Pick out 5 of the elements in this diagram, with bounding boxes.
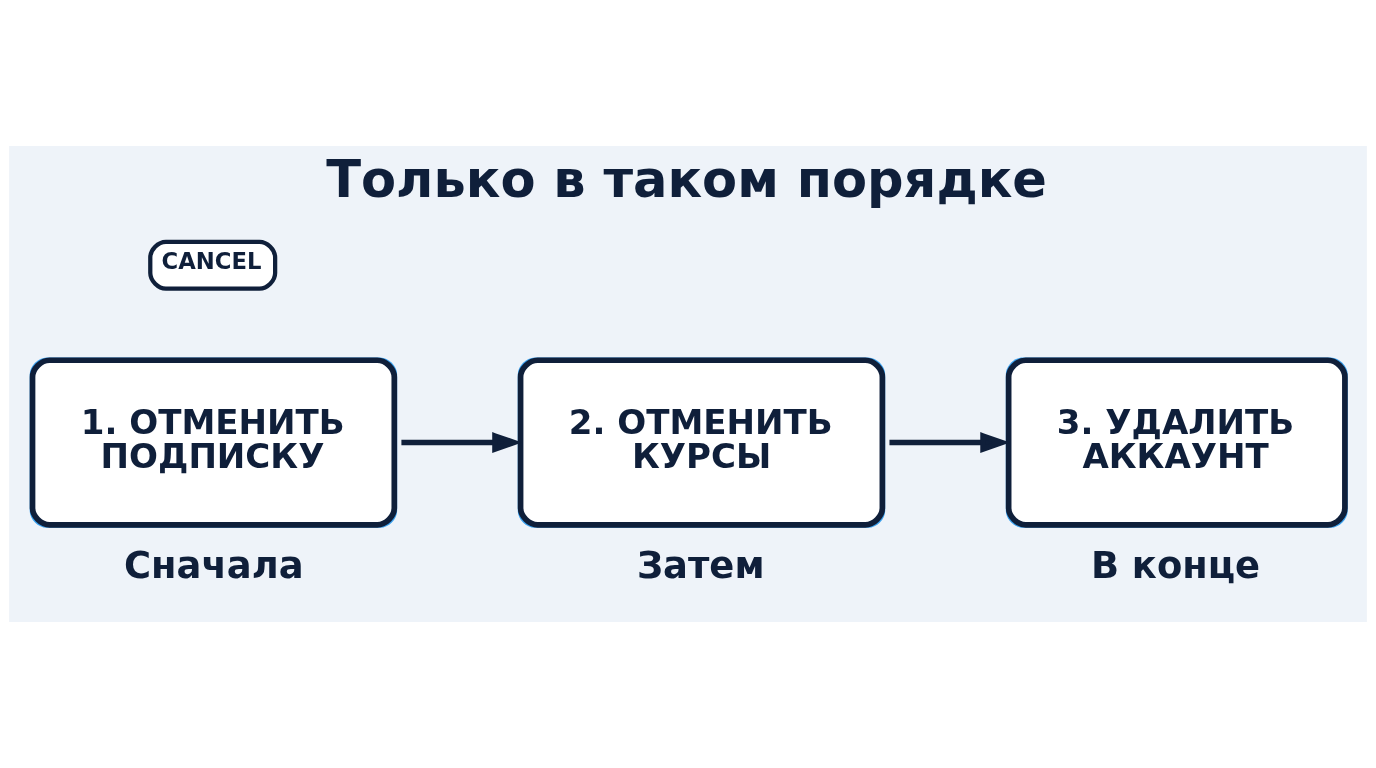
diagram-title: Только в таком порядке [326,149,1047,209]
node-label: В конце [1090,544,1261,588]
label: CANCEL [161,248,262,275]
node-label: Затем [636,544,765,588]
node-label: Сначала [124,544,304,588]
